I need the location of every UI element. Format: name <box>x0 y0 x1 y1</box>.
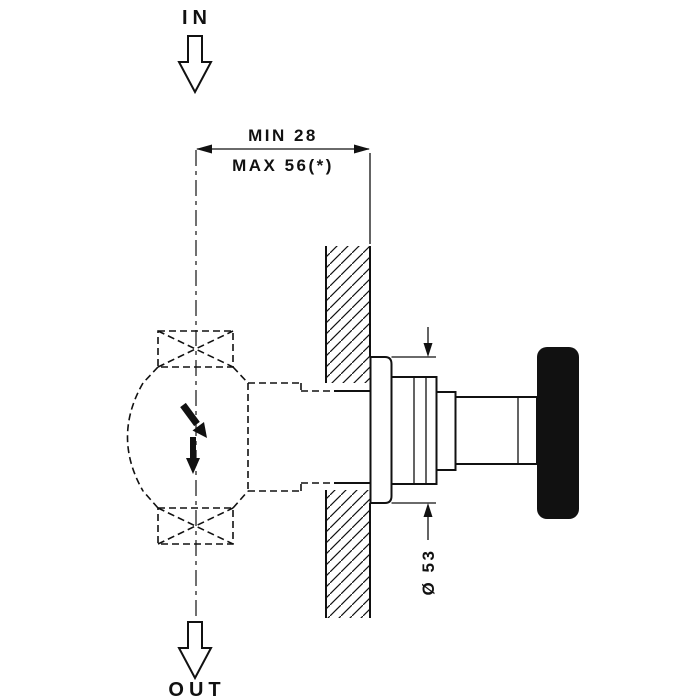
escutcheon-plate <box>369 356 393 504</box>
valve-neck <box>435 391 457 471</box>
min-dimension-label: MIN 28 <box>248 126 318 145</box>
flow-direction-arrow-icon <box>180 402 207 474</box>
through-wall-pipe <box>334 390 371 484</box>
depth-dimension: MIN 28 MAX 56(*) <box>196 126 371 244</box>
bottom-port <box>157 507 234 545</box>
inlet-label: IN <box>182 7 212 29</box>
concealed-valve-body <box>126 330 334 545</box>
dimension-arrow-down <box>423 343 433 357</box>
wall-section <box>325 246 371 618</box>
wall-hatch-lower <box>326 490 370 618</box>
valve-cartridge <box>390 376 538 485</box>
outlet-flow-arrow-icon <box>177 621 213 681</box>
wall-hatch-upper <box>326 246 370 383</box>
cross-handle <box>537 347 579 519</box>
dimension-arrow-left <box>196 144 212 154</box>
handle-hub <box>454 396 538 465</box>
top-port <box>157 330 234 368</box>
dimension-arrow-right <box>354 144 370 154</box>
dimension-arrow-up <box>423 503 433 517</box>
max-dimension-label: MAX 56(*) <box>232 156 334 175</box>
valve-body-bulge <box>126 382 144 492</box>
outlet-label: OUT <box>168 679 225 700</box>
inlet-flow-arrow-icon <box>177 35 213 95</box>
diameter-dimension: Ø 53 <box>391 327 438 596</box>
diameter-label: Ø 53 <box>419 549 438 596</box>
